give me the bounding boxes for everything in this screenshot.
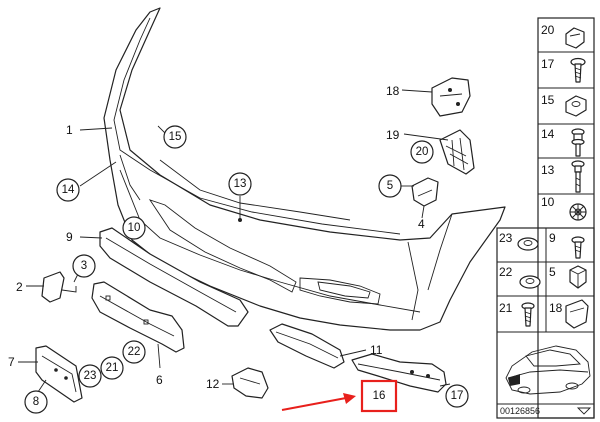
corner-triangle-icon xyxy=(576,407,592,415)
tow-hook-cover-left xyxy=(41,271,77,303)
callout-17: 17 xyxy=(451,390,464,402)
callout-5: 5 xyxy=(387,180,393,192)
callout-3: 3 xyxy=(81,260,87,272)
callout-22-circle xyxy=(122,340,146,364)
callout-2: 2 xyxy=(16,280,23,294)
lock-washer-icon xyxy=(569,203,587,221)
callout-19: 19 xyxy=(386,128,400,142)
legend-14: 14 xyxy=(541,127,555,141)
car-silhouette-icon xyxy=(505,345,591,395)
fog-cover-right xyxy=(269,323,345,369)
legend-10: 10 xyxy=(541,195,555,209)
legend-17: 17 xyxy=(541,57,555,71)
bracket-19 xyxy=(439,129,475,175)
highlight-arrow-head xyxy=(343,393,356,404)
callout-7: 7 xyxy=(8,355,15,369)
callout-15-circle xyxy=(163,125,187,149)
callouts: 1 15 14 13 10 9 3 2 22 21 23 6 7 8 12 11… xyxy=(8,84,469,414)
callout-17-circle xyxy=(445,384,469,408)
callout-4: 4 xyxy=(418,217,425,231)
fastener-legend: 20 17 15 14 13 xyxy=(496,17,595,419)
license-plate-bracket xyxy=(35,345,83,403)
screw-small-icon xyxy=(571,236,585,259)
callout-20: 20 xyxy=(416,146,429,158)
clip-nut-icon xyxy=(565,95,587,117)
legend-15: 15 xyxy=(541,93,555,107)
callout-10: 10 xyxy=(128,222,141,234)
screw-21-icon xyxy=(521,302,535,327)
license-plate-base xyxy=(91,281,185,353)
legend-13: 13 xyxy=(541,163,555,177)
callout-23: 23 xyxy=(84,370,97,382)
rubber-grommet-icon xyxy=(519,275,541,289)
leader-lines xyxy=(18,89,451,393)
long-bolt-icon xyxy=(571,160,585,193)
clip-bracket-icon xyxy=(565,299,589,329)
callout-8: 8 xyxy=(33,396,39,408)
callout-10-circle xyxy=(122,216,146,240)
bracket-18 xyxy=(431,77,471,117)
callout-12: 12 xyxy=(206,377,220,391)
callout-21: 21 xyxy=(106,362,119,374)
callout-3-circle xyxy=(72,254,96,278)
callout-8-circle xyxy=(24,390,48,414)
push-nut-icon xyxy=(565,27,585,49)
bolt-icon xyxy=(571,128,585,157)
callout-15: 15 xyxy=(169,131,182,143)
hex-nut-icon xyxy=(569,265,587,289)
lower-trim-strip xyxy=(99,227,249,327)
highlight-box xyxy=(360,379,398,413)
callout-6: 6 xyxy=(156,373,163,387)
callout-9: 9 xyxy=(66,230,73,244)
legend-18: 18 xyxy=(549,301,563,315)
callout-18: 18 xyxy=(386,84,400,98)
grommet-icon xyxy=(517,237,539,251)
legend-23: 23 xyxy=(499,231,513,245)
legend-21: 21 xyxy=(499,301,513,315)
callout-23-circle xyxy=(78,364,102,388)
legend-9: 9 xyxy=(549,231,556,245)
callout-16: 16 xyxy=(373,390,386,402)
bumper-cover xyxy=(103,7,506,331)
highlight-arrow xyxy=(281,397,347,411)
callout-5-circle xyxy=(378,174,402,198)
callout-11: 11 xyxy=(370,343,383,357)
callout-21-circle xyxy=(100,356,124,380)
callout-13-circle xyxy=(228,172,252,196)
legend-20: 20 xyxy=(541,23,555,37)
callout-13: 13 xyxy=(234,178,247,190)
legend-22: 22 xyxy=(499,265,513,279)
reference-number: 00126856 xyxy=(500,406,540,416)
screw-icon xyxy=(570,57,586,83)
callout-1: 1 xyxy=(66,123,73,137)
bracket-4 xyxy=(411,177,439,207)
fog-cover-left xyxy=(231,367,269,399)
callout-14-circle xyxy=(56,178,80,202)
callout-22: 22 xyxy=(128,346,141,358)
callout-20-circle xyxy=(410,140,434,164)
callout-14: 14 xyxy=(62,184,75,196)
legend-5: 5 xyxy=(549,265,556,279)
corner-bracket-right xyxy=(351,353,447,393)
